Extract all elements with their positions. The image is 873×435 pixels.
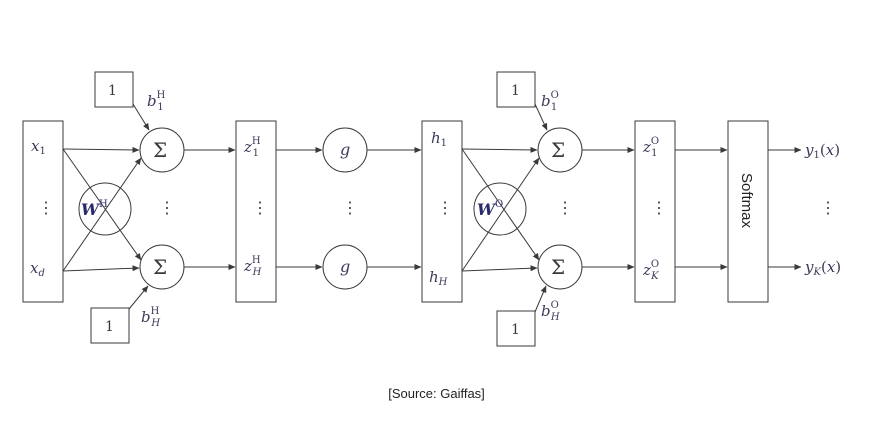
edge-xd-sum1 [62, 157, 142, 272]
output-bias-value-bottom: 1 [511, 322, 520, 338]
output-bias-box-bottom [496, 310, 536, 347]
output-bias-box-top [496, 71, 536, 108]
edge-x1-sum1 [62, 146, 140, 153]
output-vdots: ⋮ [820, 198, 836, 217]
source-caption: [Source: Gaiffas] [388, 386, 485, 401]
input-vdots: ⋮ [38, 198, 54, 217]
z-hidden-box [235, 120, 277, 303]
output-y1: y1(x) [804, 141, 840, 161]
output-sum-symbol-top: Σ [551, 138, 565, 162]
edge-x1-sumH [62, 148, 142, 261]
hidden-bias-box-top [94, 71, 134, 108]
output-sum-symbol-bottom: Σ [551, 255, 565, 279]
softmax-box [727, 120, 769, 303]
edge-obias-top [534, 103, 548, 131]
activation-label-bottom: g [340, 257, 350, 276]
hidden-sum-vdots: ⋮ [159, 198, 175, 217]
h-layer-box [421, 120, 463, 303]
edge-h1-osumH [461, 148, 540, 261]
hidden-bias-value-top: 1 [108, 83, 117, 99]
output-sum-vdots: ⋮ [557, 198, 573, 217]
activation-label-top: g [340, 140, 350, 159]
activation-vdots: ⋮ [342, 198, 358, 217]
hidden-bias-value-bottom: 1 [105, 319, 114, 335]
hidden-sum-symbol-bottom: Σ [153, 255, 167, 279]
hidden-sum-symbol-top: Σ [153, 138, 167, 162]
hidden-bias-box-bottom [90, 307, 130, 344]
softmax-label: Softmax [738, 173, 755, 229]
edge-obias-bottom [534, 285, 547, 313]
edge-hH-osumH [461, 265, 538, 272]
edge-h1-osum1 [461, 146, 538, 153]
z-output-box [634, 120, 676, 303]
edge-hH-osum1 [461, 157, 540, 272]
edge-bias-top [132, 103, 150, 131]
edge-xd-sumH [62, 265, 140, 272]
input-layer-box [22, 120, 64, 303]
edge-bias-bottom [128, 285, 149, 310]
output-bias-value-top: 1 [511, 83, 520, 99]
z-output-vdots: ⋮ [651, 198, 667, 217]
output-yK: yK(x) [804, 258, 841, 278]
h-vdots: ⋮ [437, 198, 453, 217]
z-hidden-vdots: ⋮ [252, 198, 268, 217]
